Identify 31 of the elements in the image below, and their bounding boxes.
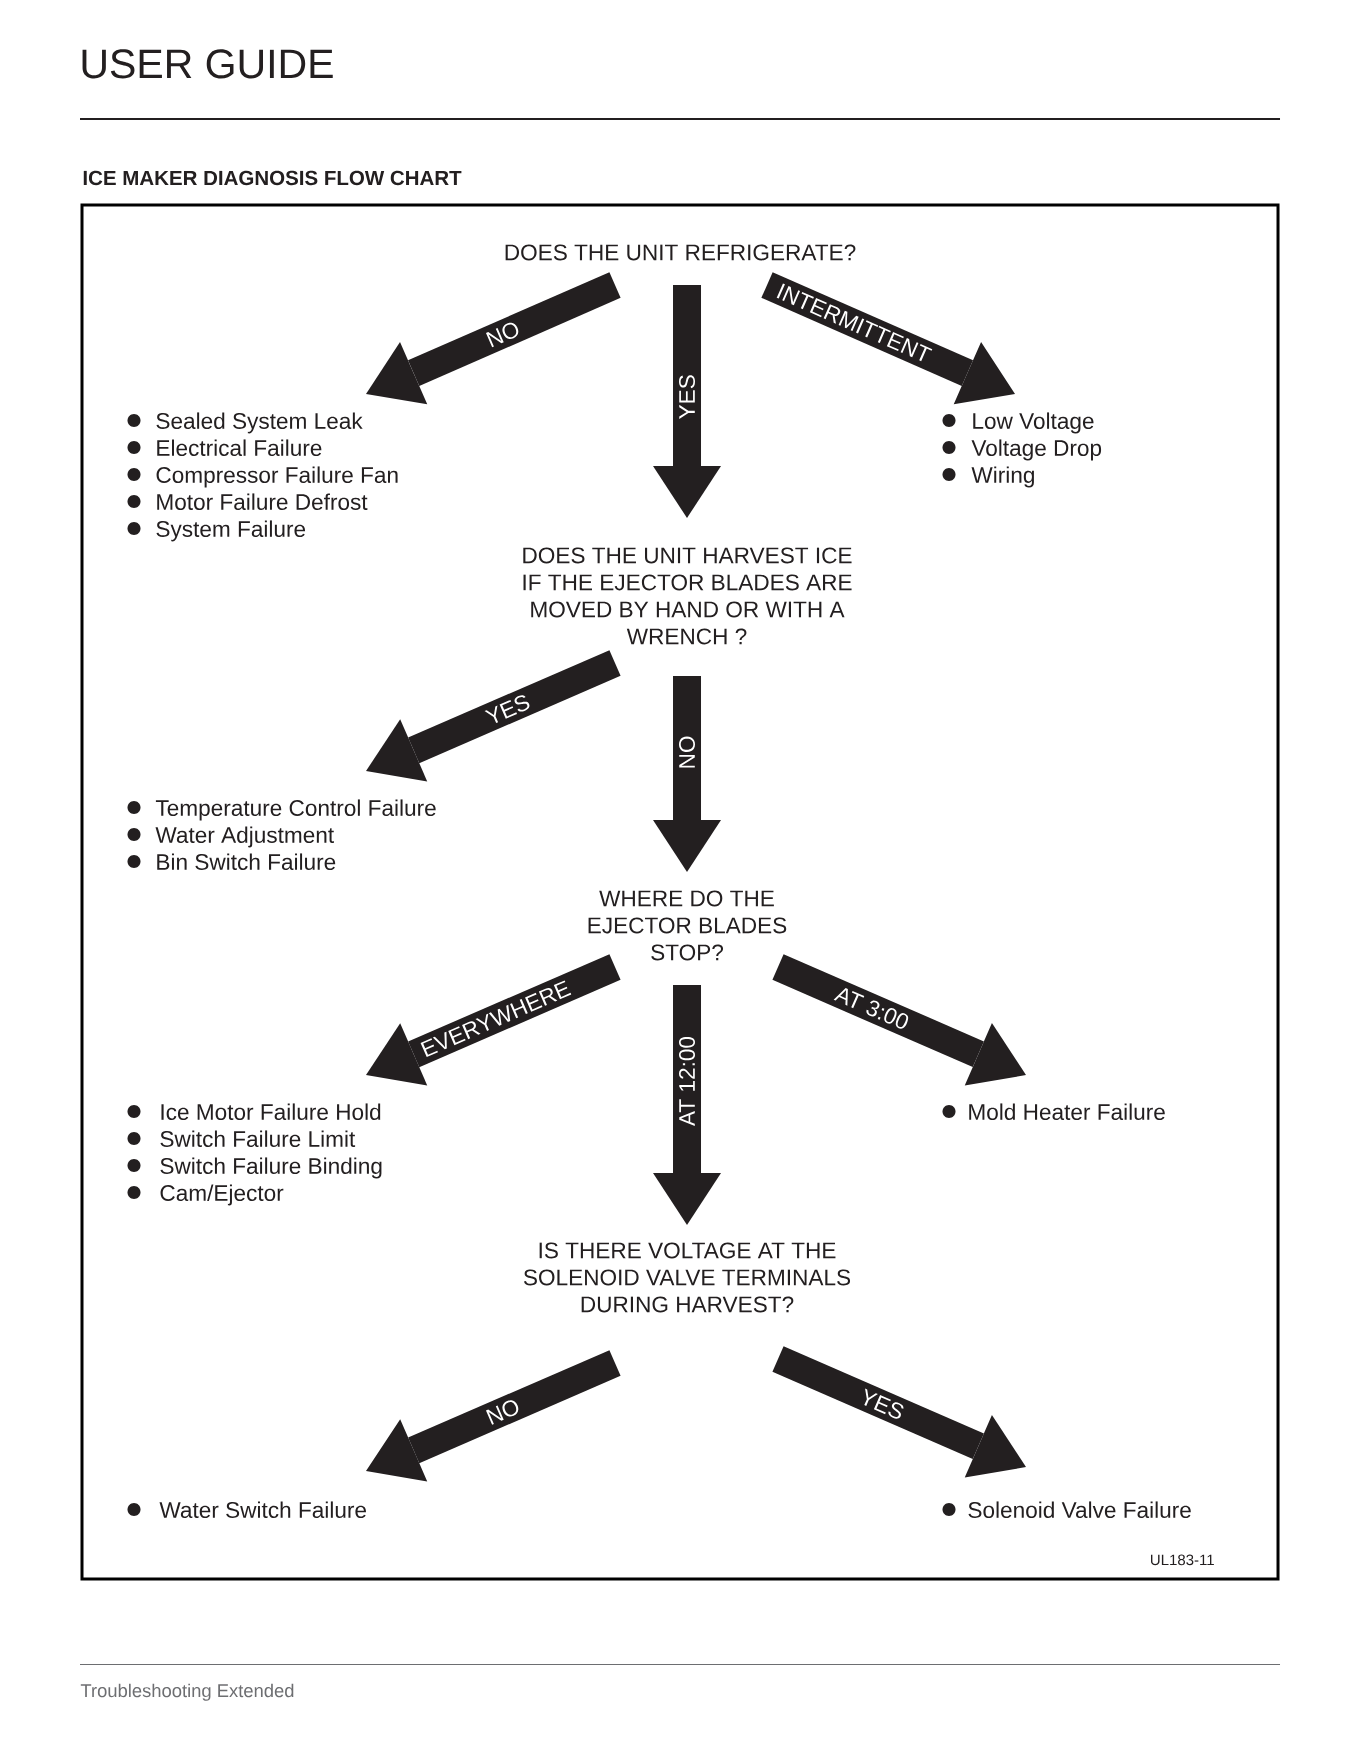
block-arrow: [772, 1346, 1026, 1478]
question-text: DOES THE UNIT HARVEST ICE IF THE EJECTOR BLADES ARE MOVED BY HAND OR WITH A WRENCH ?: [523, 547, 852, 645]
chart-title: ICE MAKER DIAGNOSIS FLOW CHART: [83, 170, 462, 186]
bullet-item: Solenoid Valve Failure: [968, 1501, 1191, 1518]
arrow-label: NO: [679, 736, 695, 768]
bullet-list: Ice Motor Failure Hold Switch Failure Limit Switch Failure Binding Cam/Ejector: [160, 1103, 382, 1206]
figure-code: UL183-11: [1151, 1554, 1214, 1566]
question-text: DOES THE UNIT REFRIGERATE?: [505, 244, 856, 261]
page-heading: USER GUIDE: [82, 49, 333, 79]
arrow-label: AT 3:00: [833, 988, 909, 1029]
arrow-label: YES: [679, 375, 695, 419]
arrow-label: NO: [485, 1400, 519, 1425]
footer-text: Troubleshooting Extended: [80, 1683, 294, 1701]
block-arrow: [366, 650, 621, 782]
bullet-list: Low Voltage Voltage Drop Wiring: [971, 412, 1102, 488]
arrow-label: NO: [486, 322, 519, 348]
bullet-item: Mold Heater Failure: [969, 1103, 1165, 1120]
block-arrow: [653, 985, 721, 1225]
block-arrow: [772, 954, 1026, 1086]
question-text: IS THERE VOLTAGE AT THE SOLENOID VALVE TERMINALS DURING HARVEST?: [523, 1242, 851, 1313]
block-arrow: [366, 954, 621, 1086]
block-arrow: [653, 676, 721, 872]
arrow-label: YES: [484, 695, 530, 723]
arrow-label: AT 12:00: [679, 1036, 695, 1126]
bullet-item: Water Switch Failure: [159, 1501, 366, 1518]
bullet-list: Sealed System Leak Electrical Failure Compressor Failure Fan Motor Failure Defrost System Failure: [156, 412, 398, 542]
block-arrow: [366, 1350, 621, 1482]
question-text: WHERE DO THE EJECTOR BLADES STOP?: [588, 890, 787, 961]
block-arrow: [653, 285, 721, 518]
arrow-label: YES: [864, 1388, 904, 1419]
bullet-list: Temperature Control Failure Water Adjustment Bin Switch Failure: [155, 799, 436, 870]
